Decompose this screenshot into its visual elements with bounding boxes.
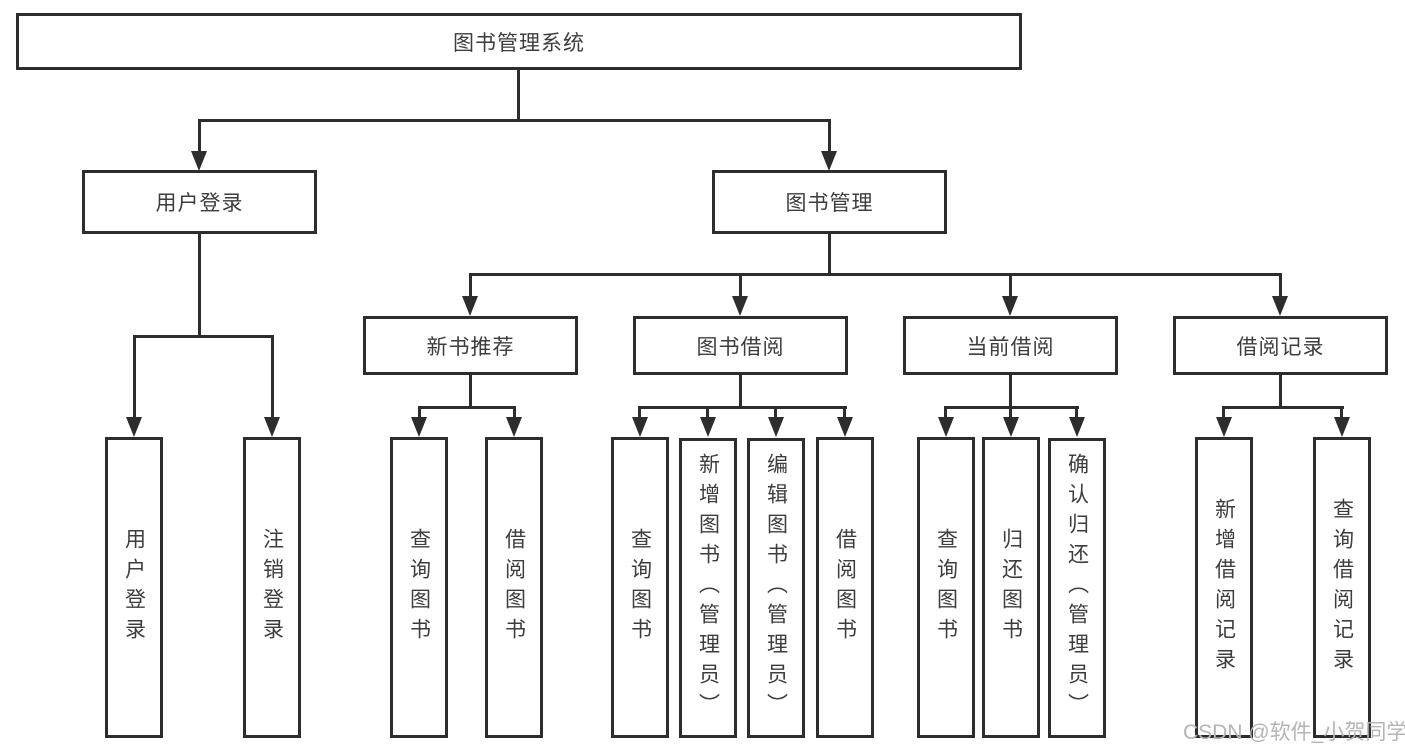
connector-line — [133, 335, 136, 421]
connector-line — [828, 234, 831, 275]
leaf-return-book-label: 归还图书 — [999, 527, 1023, 648]
connector-line — [739, 375, 742, 409]
connector-line — [469, 375, 472, 409]
connector-line — [1009, 375, 1012, 409]
connector-line — [469, 273, 472, 300]
arrow-down-icon — [1002, 296, 1018, 316]
connector-line — [1075, 406, 1078, 421]
arrow-down-icon — [821, 151, 837, 171]
connector-line — [418, 406, 421, 421]
node-book-management-label: 图书管理 — [785, 192, 874, 215]
connector-line — [517, 70, 520, 121]
arrow-down-icon — [411, 417, 427, 437]
leaf-query-book-recommend-label: 查询图书 — [407, 527, 431, 648]
connector-line — [1009, 273, 1012, 300]
connector-line — [198, 119, 201, 155]
node-user-login-label: 用户登录 — [155, 192, 244, 215]
node-new-book-recommend: 新书推荐 — [363, 316, 578, 375]
node-book-borrow: 图书借阅 — [633, 316, 848, 375]
leaf-add-borrow-record-label: 新增借阅记录 — [1212, 497, 1236, 678]
connector-line — [198, 234, 201, 338]
leaf-borrow-book-recommend-label: 借阅图书 — [502, 527, 526, 648]
leaf-logout-label: 注销登录 — [260, 527, 284, 648]
leaf-user-login-label: 用户登录 — [122, 527, 146, 648]
arrow-down-icon — [938, 417, 954, 437]
node-user-login: 用户登录 — [82, 170, 317, 234]
leaf-user-login: 用户登录 — [105, 437, 163, 738]
arrow-down-icon — [264, 417, 280, 437]
connector-line — [1222, 406, 1225, 421]
connector-line — [1279, 273, 1282, 300]
connector-line — [1340, 406, 1343, 421]
node-root: 图书管理系统 — [16, 13, 1022, 70]
leaf-query-book-recommend: 查询图书 — [390, 437, 448, 738]
leaf-borrow-book-recommend: 借阅图书 — [485, 437, 543, 738]
connector-line — [1223, 406, 1344, 409]
leaf-query-borrow-record-label: 查询借阅记录 — [1330, 497, 1354, 678]
node-borrow-records-label: 借阅记录 — [1236, 335, 1325, 359]
connector-line — [271, 335, 274, 421]
arrow-down-icon — [1069, 417, 1085, 437]
connector-line — [513, 406, 516, 421]
leaf-query-book-borrow: 查询图书 — [611, 437, 669, 738]
connector-line — [828, 119, 831, 155]
leaf-edit-book-admin-label: 编辑图书（管理员） — [764, 453, 788, 723]
node-root-label: 图书管理系统 — [453, 31, 585, 55]
connector-line — [739, 273, 742, 300]
arrow-down-icon — [632, 417, 648, 437]
arrow-down-icon — [1003, 417, 1019, 437]
node-book-borrow-label: 图书借阅 — [696, 335, 785, 359]
leaf-return-book: 归还图书 — [982, 437, 1040, 738]
node-book-management: 图书管理 — [712, 170, 947, 234]
connector-line — [198, 119, 831, 122]
node-current-borrow-label: 当前借阅 — [966, 335, 1055, 359]
connector-line — [944, 406, 947, 421]
arrow-down-icon — [700, 417, 716, 437]
leaf-add-borrow-record: 新增借阅记录 — [1195, 437, 1253, 738]
leaf-add-book-admin-label: 新增图书（管理员） — [696, 453, 720, 723]
leaf-query-book-current-label: 查询图书 — [934, 527, 958, 648]
arrow-down-icon — [191, 151, 207, 171]
arrow-down-icon — [126, 417, 142, 437]
leaf-query-book-borrow-label: 查询图书 — [628, 527, 652, 648]
csdn-watermark: CSDN @软件_小贺同学 — [1183, 721, 1405, 744]
leaf-confirm-return-admin: 确认归还（管理员） — [1048, 438, 1106, 738]
leaf-borrow-book-borrow-label: 借阅图书 — [833, 527, 857, 648]
arrow-down-icon — [732, 296, 748, 316]
leaf-edit-book-admin: 编辑图书（管理员） — [747, 438, 805, 738]
node-current-borrow: 当前借阅 — [903, 316, 1118, 375]
leaf-query-book-current: 查询图书 — [917, 437, 975, 738]
connector-line — [774, 406, 777, 421]
connector-line — [469, 273, 1282, 276]
connector-line — [638, 406, 641, 421]
arrow-down-icon — [1216, 417, 1232, 437]
leaf-logout: 注销登录 — [243, 437, 301, 738]
connector-line — [1279, 375, 1282, 409]
connector-line — [133, 335, 274, 338]
leaf-add-book-admin: 新增图书（管理员） — [679, 438, 737, 738]
arrow-down-icon — [462, 296, 478, 316]
connector-line — [1009, 406, 1012, 421]
connector-line — [945, 406, 1079, 409]
node-borrow-records: 借阅记录 — [1173, 316, 1388, 375]
leaf-confirm-return-admin-label: 确认归还（管理员） — [1065, 453, 1089, 723]
leaf-query-borrow-record: 查询借阅记录 — [1313, 437, 1371, 738]
arrow-down-icon — [506, 417, 522, 437]
arrow-down-icon — [1272, 296, 1288, 316]
arrow-down-icon — [1334, 417, 1350, 437]
connector-line — [843, 406, 846, 421]
leaf-borrow-book-borrow: 借阅图书 — [816, 437, 874, 738]
arrow-down-icon — [768, 417, 784, 437]
arrow-down-icon — [837, 417, 853, 437]
node-new-book-recommend-label: 新书推荐 — [426, 335, 515, 359]
connector-line — [418, 406, 516, 409]
connector-line — [639, 406, 847, 409]
connector-line — [706, 406, 709, 421]
